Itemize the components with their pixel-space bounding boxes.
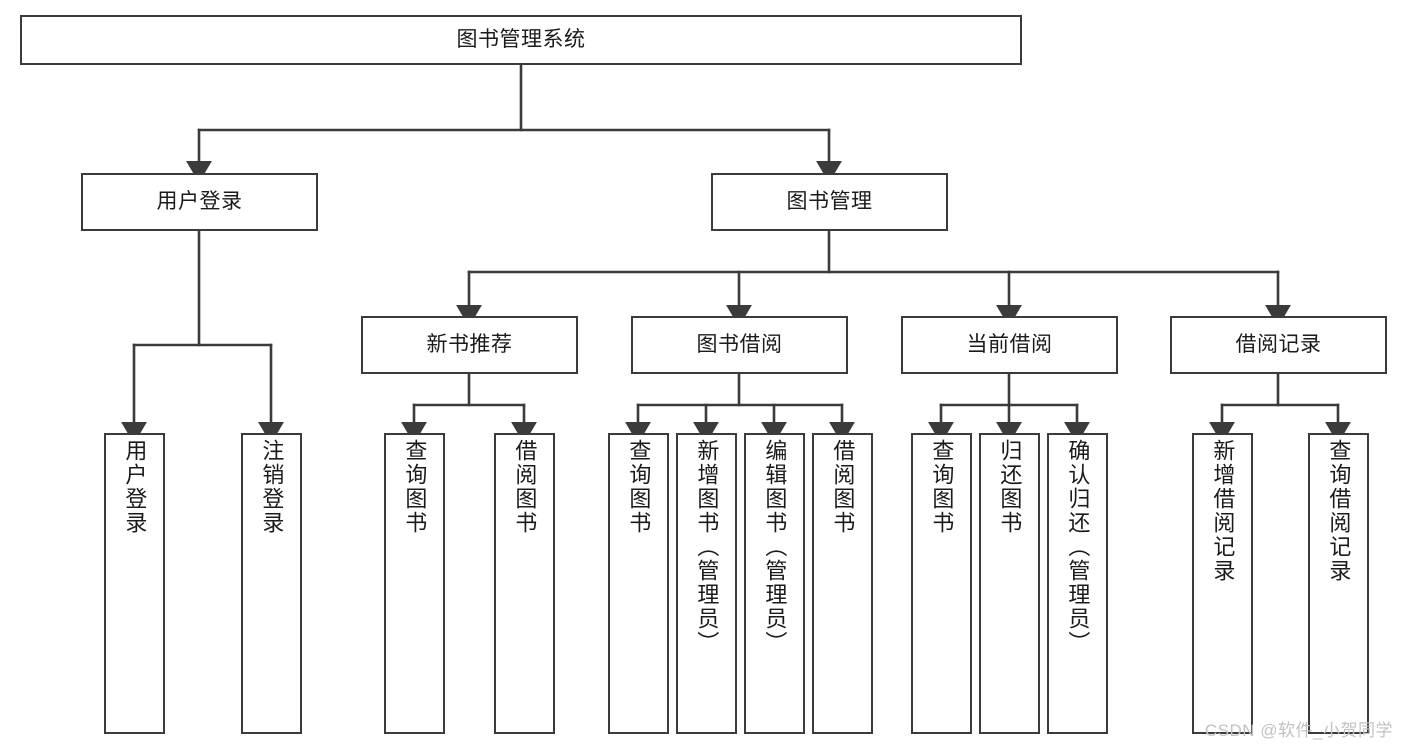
node-user-login[interactable]: 用户登录 [81,173,318,231]
node-leaf-query-book-1-label: 查询图书 [402,439,428,535]
node-leaf-confirm-return[interactable]: 确认归还（管理员） [1047,433,1108,734]
node-root-label: 图书管理系统 [456,27,586,51]
node-leaf-query-book-3-label: 查询图书 [929,439,955,535]
node-leaf-edit-book[interactable]: 编辑图书（管理员） [744,433,805,734]
node-leaf-add-record-label: 新增借阅记录 [1210,439,1236,583]
node-leaf-user-logout[interactable]: 注销登录 [241,433,302,734]
node-user-login-label: 用户登录 [156,189,243,213]
node-book-borrow-label: 图书借阅 [696,332,783,356]
node-book-manage-label: 图书管理 [786,189,873,213]
node-current-borrow-label: 当前借阅 [966,332,1053,356]
watermark-text: CSDN @软件_小贺同学 [1204,721,1393,740]
node-borrow-record-label: 借阅记录 [1235,332,1322,356]
node-leaf-borrow-book-1-label: 借阅图书 [512,439,538,535]
node-leaf-confirm-return-label: 确认归还（管理员） [1065,439,1091,655]
node-new-book-rec-label: 新书推荐 [426,332,513,356]
node-leaf-add-book-label: 新增图书（管理员） [694,439,720,655]
node-leaf-query-record-label: 查询借阅记录 [1326,439,1352,583]
node-leaf-query-book-3[interactable]: 查询图书 [911,433,972,734]
node-leaf-query-book-2-label: 查询图书 [626,439,652,535]
node-leaf-query-record[interactable]: 查询借阅记录 [1308,433,1369,734]
node-leaf-borrow-book-2[interactable]: 借阅图书 [812,433,873,734]
node-leaf-borrow-book-1[interactable]: 借阅图书 [494,433,555,734]
node-leaf-edit-book-label: 编辑图书（管理员） [762,439,788,655]
node-leaf-query-book-2[interactable]: 查询图书 [608,433,669,734]
node-leaf-user-login-label: 用户登录 [122,439,148,535]
node-book-manage[interactable]: 图书管理 [711,173,948,231]
node-new-book-rec[interactable]: 新书推荐 [361,316,578,374]
node-leaf-user-login[interactable]: 用户登录 [104,433,165,734]
node-book-borrow[interactable]: 图书借阅 [631,316,848,374]
node-current-borrow[interactable]: 当前借阅 [901,316,1118,374]
node-leaf-borrow-book-2-label: 借阅图书 [830,439,856,535]
node-root[interactable]: 图书管理系统 [20,15,1022,65]
node-borrow-record[interactable]: 借阅记录 [1170,316,1387,374]
node-leaf-add-record[interactable]: 新增借阅记录 [1192,433,1253,734]
node-leaf-query-book-1[interactable]: 查询图书 [384,433,445,734]
node-leaf-return-book[interactable]: 归还图书 [979,433,1040,734]
node-leaf-user-logout-label: 注销登录 [259,439,285,535]
node-leaf-add-book[interactable]: 新增图书（管理员） [676,433,737,734]
node-leaf-return-book-label: 归还图书 [997,439,1023,535]
